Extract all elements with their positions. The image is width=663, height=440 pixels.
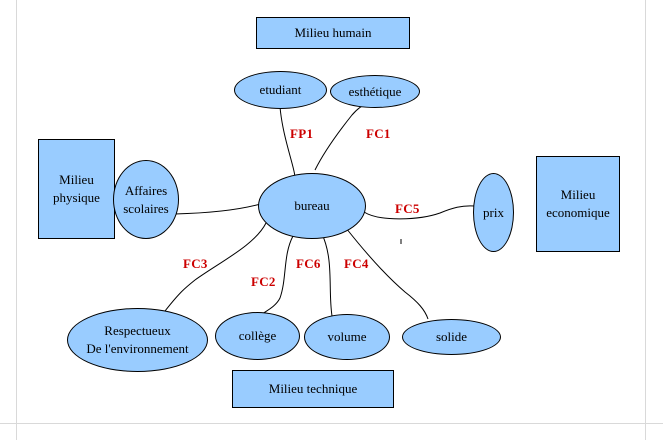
respectueux-label-line2: De l'environnement <box>86 341 189 356</box>
link-fc2-college <box>261 235 294 315</box>
esthetique-label: esthétique <box>348 83 402 99</box>
fc6-label: FC6 <box>296 256 321 271</box>
respectueux-label-line1: Respectueux <box>104 323 171 339</box>
college-label: collège <box>238 328 277 344</box>
bureau-label: bureau <box>294 198 330 214</box>
milieu-humain-label: Milieu humain <box>294 25 372 41</box>
respectueux-environnement-ellipse: Respectueux De l'environnement <box>67 308 208 372</box>
prix-ellipse: prix <box>473 173 514 252</box>
fp1-label: FP1 <box>290 126 314 141</box>
link-fc3-respectueux <box>164 222 267 312</box>
fc4-label: FC4 <box>344 256 369 271</box>
volume-ellipse: volume <box>304 314 390 360</box>
milieu-physique-box: Milieu physique <box>38 139 115 239</box>
milieu-physique-label: Milieu physique <box>53 172 100 205</box>
milieu-economique-box: Milieu economique <box>536 156 620 252</box>
milieu-humain-box: Milieu humain <box>256 17 410 49</box>
affaires-scolaires-label: Affaires scolaires <box>123 182 169 216</box>
frame-right-line <box>645 0 646 440</box>
college-ellipse: collège <box>215 312 300 360</box>
bureau-ellipse: bureau <box>258 173 366 239</box>
solide-ellipse: solide <box>402 319 501 355</box>
link-fc4-solide <box>345 227 429 320</box>
etudiant-label: etudiant <box>259 82 302 98</box>
milieu-economique-label: Milieu economique <box>546 187 610 220</box>
frame-bottom-line <box>0 423 663 424</box>
frame-left-line <box>16 0 17 440</box>
affaires-scolaires-ellipse: Affaires scolaires <box>113 160 179 239</box>
volume-label: volume <box>327 329 367 345</box>
solide-label: solide <box>435 329 468 345</box>
milieu-technique-box: Milieu technique <box>232 370 394 408</box>
esthetique-ellipse: esthétique <box>330 75 420 108</box>
link-fc6-volume <box>321 233 333 317</box>
etudiant-ellipse: etudiant <box>234 71 327 109</box>
fc3-label: FC3 <box>183 256 208 271</box>
prix-label: prix <box>483 204 504 220</box>
fc5-label: FC5 <box>395 201 420 216</box>
fc1-label: FC1 <box>366 126 391 141</box>
link-fc1-esthetique <box>314 103 368 171</box>
link-fc5-prix <box>363 205 476 220</box>
fc2-label: FC2 <box>251 274 276 289</box>
milieu-technique-label: Milieu technique <box>268 381 358 397</box>
